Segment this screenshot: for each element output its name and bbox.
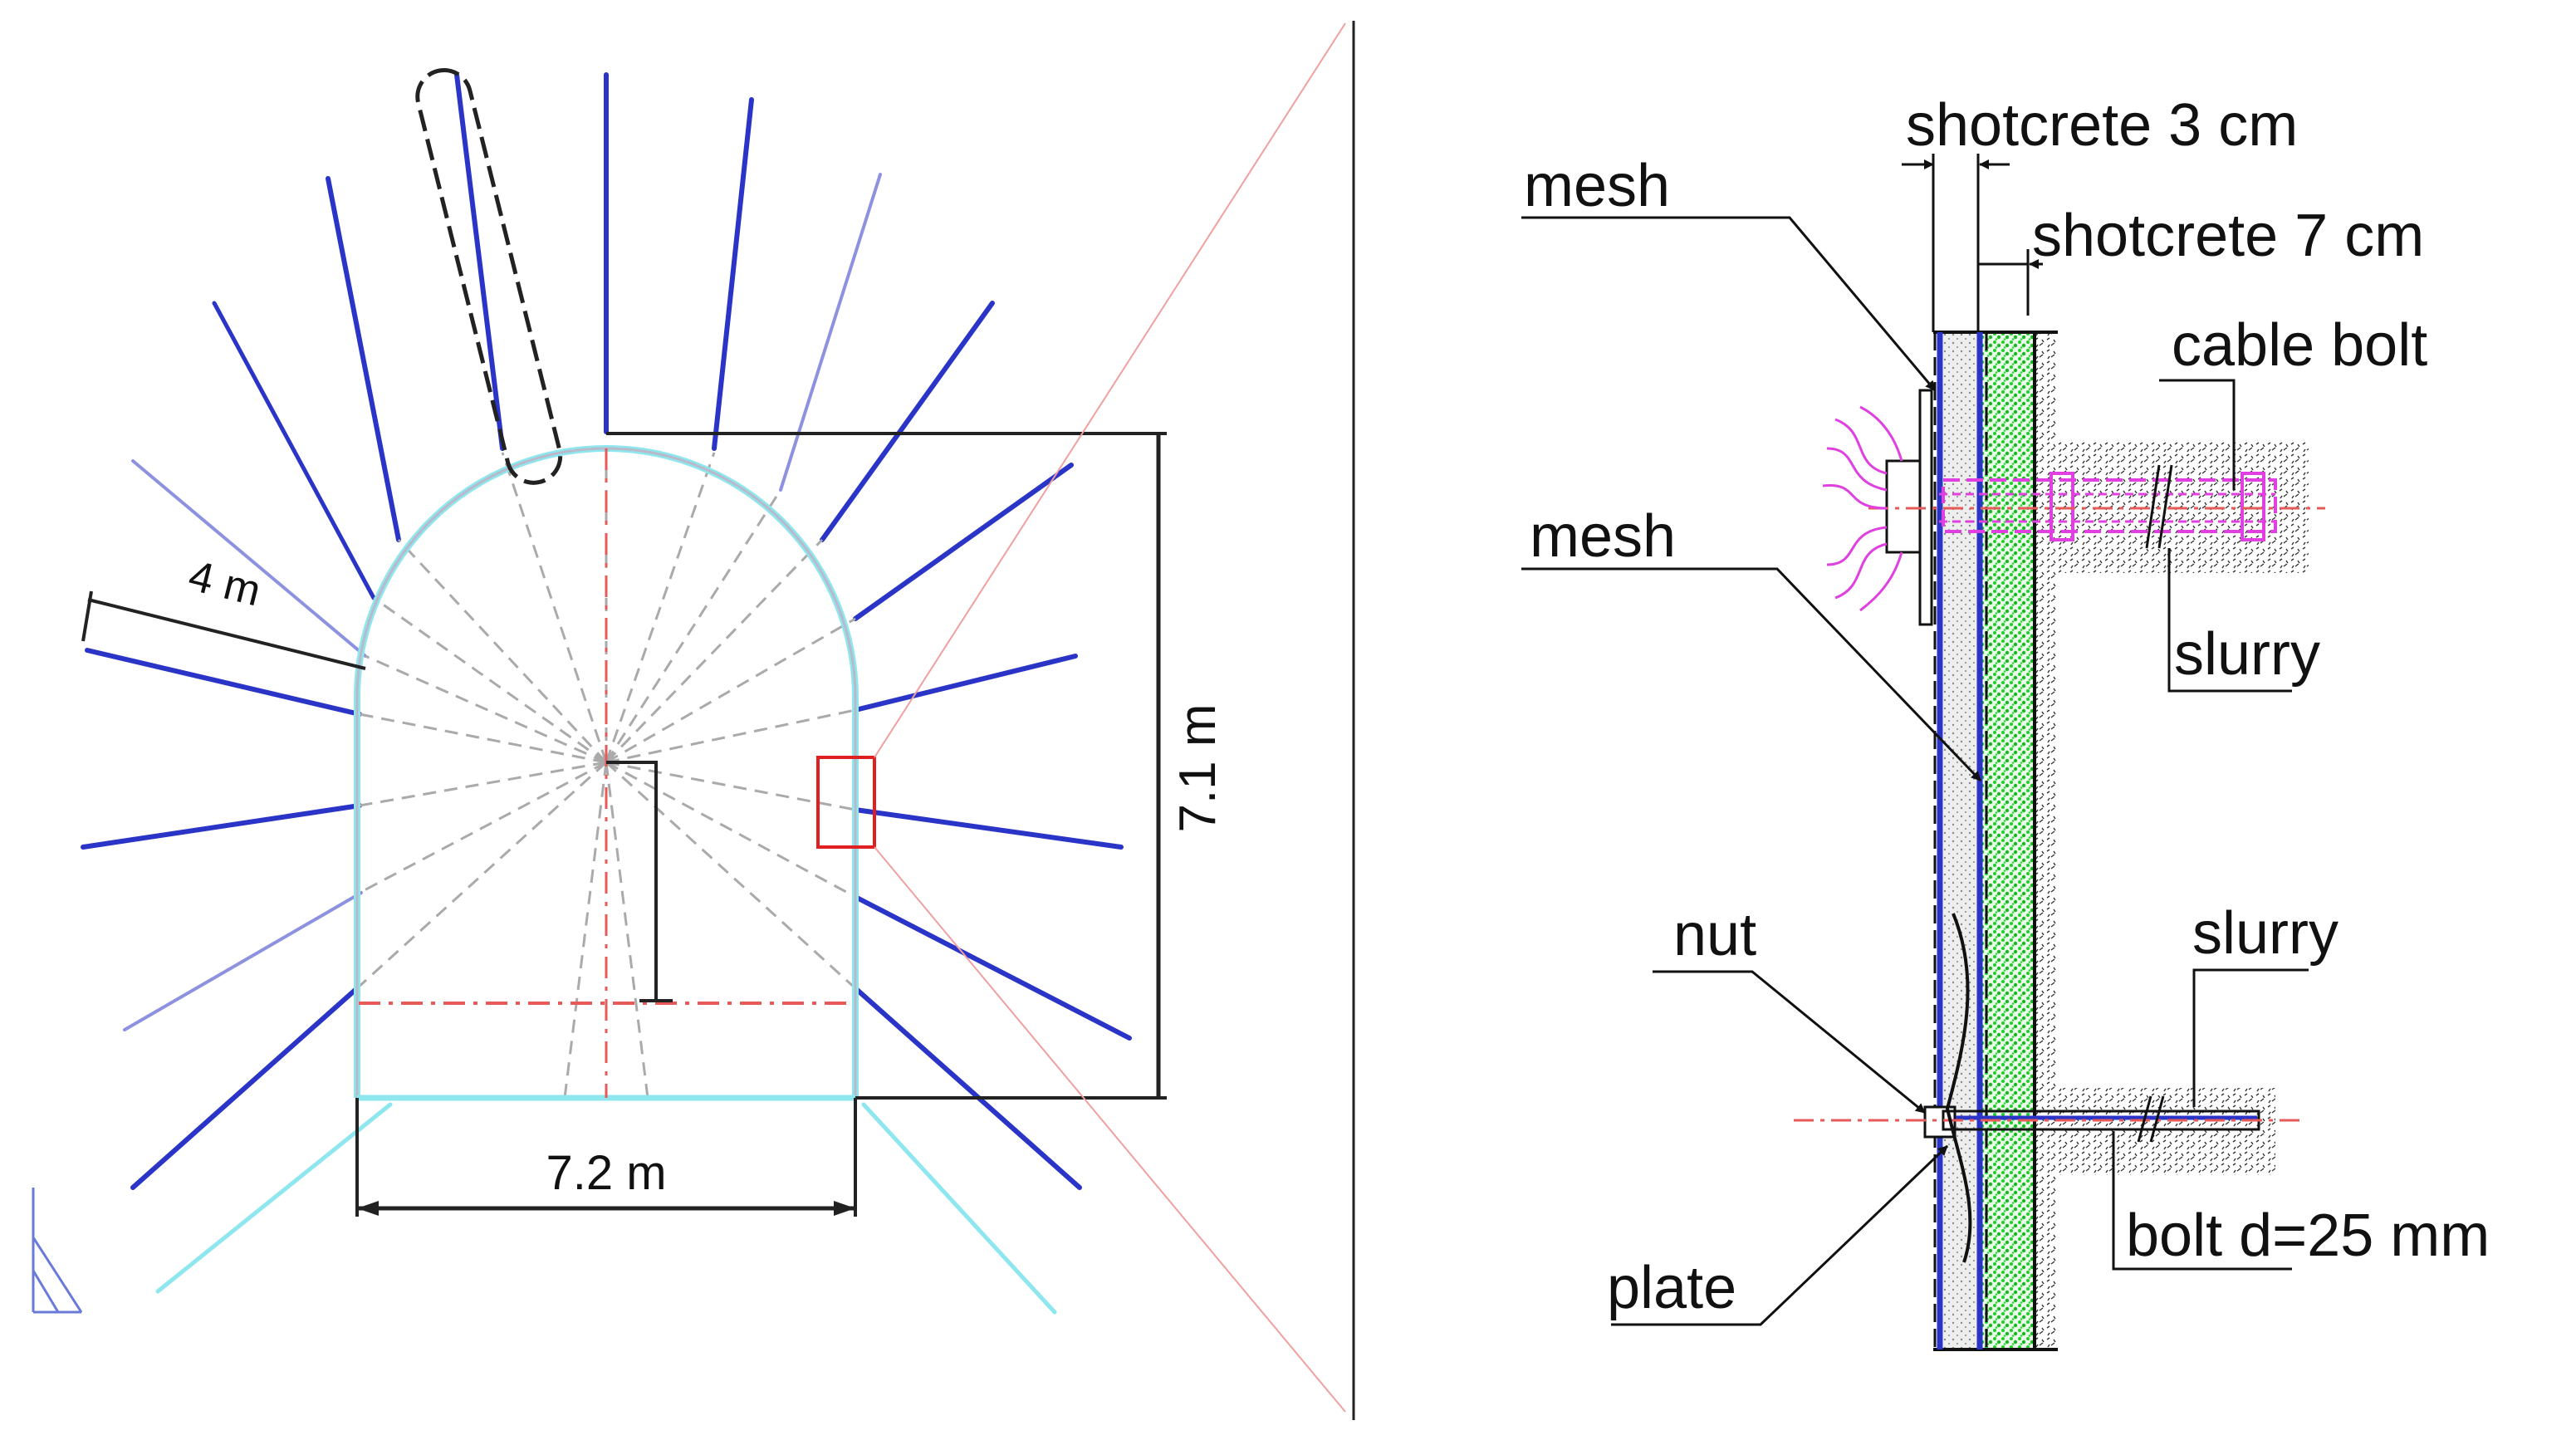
bolt-length-dimension [87, 598, 366, 670]
radial-guide-line [359, 761, 607, 807]
width-label: 7.2 m [546, 1146, 666, 1200]
radius-dimension [606, 761, 658, 1001]
label-slurry-bottom: slurry [2192, 900, 2338, 967]
rock-bolt-line [712, 97, 754, 451]
leader-cable-bolt [2159, 379, 2236, 490]
label-shotcrete-7cm: shotcrete 7 cm [2032, 203, 2424, 269]
rock-bolt-line [454, 72, 505, 451]
radial-guide-lines [355, 448, 857, 1099]
radial-guide-line [365, 654, 607, 764]
zoom-line-bottom [874, 846, 1346, 1413]
rock-bolt-line [212, 301, 376, 600]
height-label: 7.1 m [1169, 703, 1227, 832]
radial-guide-line [397, 538, 608, 764]
rock-bolt-line [81, 803, 362, 850]
radial-guide-line [563, 762, 608, 1099]
radial-guide-line [605, 761, 857, 990]
leader-mesh-mid [1521, 567, 1982, 782]
rock-bolts [81, 72, 1132, 1315]
rock-upper [2035, 440, 2309, 573]
label-mesh-top: mesh [1524, 153, 1670, 219]
rock-bolt-line [123, 891, 363, 1031]
rock-bolt-25mm [1794, 913, 2300, 1263]
radial-guide-line [605, 538, 824, 764]
rock-wall-strip [2035, 332, 2058, 1349]
rock-bolt-line [779, 173, 882, 492]
radial-guide-line [605, 761, 856, 899]
label-mesh-mid: mesh [1530, 503, 1676, 570]
rock-bolt-line [326, 176, 401, 542]
rock-lower [2035, 1088, 2275, 1175]
radial-guide-line [605, 452, 716, 763]
label-cable-bolt: cable bolt [2172, 312, 2427, 379]
rock-bolt-line [853, 654, 1078, 713]
leader-slurry-top [2167, 548, 2292, 693]
label-nut: nut [1673, 902, 1756, 968]
leader-mesh-top [1521, 216, 1937, 391]
rock-bolt-line [820, 301, 995, 542]
width-arrow-right [834, 1201, 855, 1216]
rock-bolt-line [853, 807, 1124, 850]
leader-bolt [2112, 1131, 2292, 1271]
tunnel-cross-section: 4 m 7.1 m 7.2 m [32, 22, 1346, 1413]
shotcrete-3cm-layer [1943, 332, 1978, 1349]
width-arrow-left [357, 1201, 379, 1216]
rock-bolt-line [853, 986, 1082, 1190]
highlighted-bolt-outline [415, 68, 563, 485]
rock-bolt-line [853, 894, 1132, 1041]
detail-box [816, 756, 876, 849]
radial-guide-line [605, 708, 856, 764]
cable-bolt [1822, 389, 2325, 626]
radial-guide-line [355, 761, 608, 990]
radial-guide-line [373, 596, 607, 764]
leader-nut [1653, 970, 1926, 1114]
label-shotcrete-3cm: shotcrete 3 cm [1906, 92, 2298, 159]
radial-guide-line [501, 452, 608, 763]
rock-bolt-line [130, 986, 360, 1190]
corner-symbol [32, 1188, 83, 1314]
zoom-line-top [874, 22, 1346, 758]
rock-bolt-line [861, 1102, 1057, 1315]
radial-guide-line [605, 489, 782, 763]
leader-slurry-bottom [2192, 968, 2309, 1107]
rock-bolt-line [853, 463, 1074, 621]
label-bolt: bolt d=25 mm [2126, 1203, 2490, 1269]
rock-bolt-line [85, 648, 362, 717]
label-slurry-top: slurry [2174, 621, 2320, 688]
radial-guide-line [605, 762, 649, 1099]
support-detail: shotcrete 3 cm shotcrete 7 cm mesh cable… [1521, 92, 2490, 1351]
rock-bolt-line [131, 459, 367, 658]
radial-guide-line [605, 617, 856, 764]
rock-bolt-line [155, 1102, 393, 1294]
leader-plate [1611, 1144, 1949, 1326]
label-plate: plate [1607, 1255, 1736, 1321]
radial-guide-line [359, 761, 607, 894]
